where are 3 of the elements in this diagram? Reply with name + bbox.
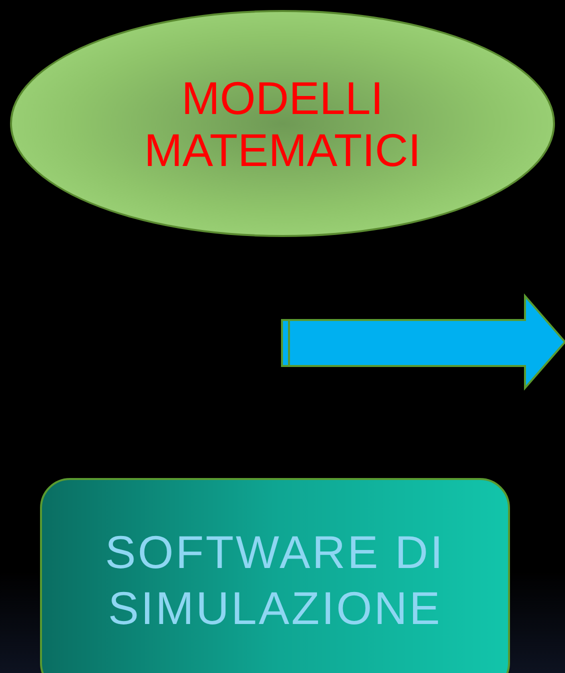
node-label: MODELLI MATEMATICI [143,72,422,176]
node-label: SOFTWARE DI SIMULAZIONE [104,525,446,636]
rounded-box [40,478,510,673]
